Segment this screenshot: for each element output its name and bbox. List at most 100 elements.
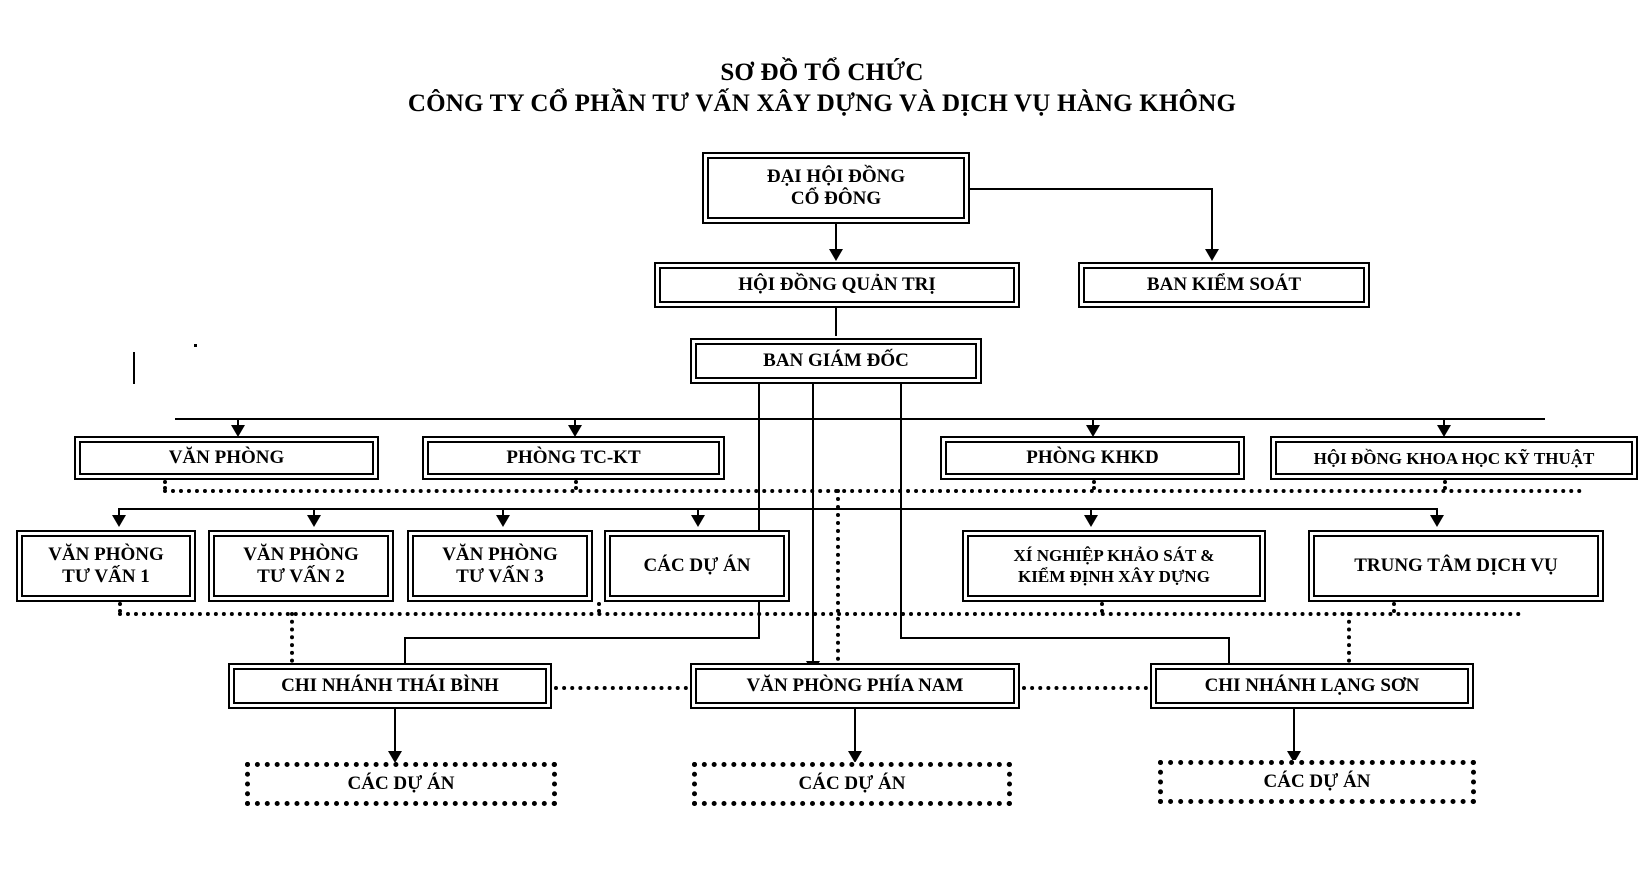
dotted-drop-thaibinh: [290, 612, 294, 686]
trunk-right-to-langson-v: [1228, 637, 1230, 663]
node-management-label: BAN GIÁM ĐỐC: [763, 350, 909, 371]
chart-title-line1: SƠ ĐỒ TỔ CHỨC: [720, 59, 924, 86]
node-office[interactable]: VĂN PHÒNG: [74, 436, 379, 480]
arrowhead-service: [1430, 515, 1444, 527]
node-branch-thaibinh[interactable]: CHI NHÁNH THÁI BÌNH: [228, 663, 552, 709]
edge-shareholders-board: [835, 224, 837, 256]
drop-proj-langson: [1293, 709, 1295, 759]
node-branch-south[interactable]: VĂN PHÒNG PHÍA NAM: [690, 663, 1020, 709]
arrowhead-proj-thaibinh: [388, 751, 402, 763]
drop-consult1: [118, 508, 120, 520]
drop-planning: [1092, 418, 1094, 430]
node-shareholders[interactable]: ĐẠI HỘI ĐỒNG CỔ ĐÔNG: [702, 152, 970, 224]
node-science-label: HỘI ĐỒNG KHOA HỌC KỸ THUẬT: [1313, 448, 1595, 468]
node-projects-main[interactable]: CÁC DỰ ÁN: [604, 530, 790, 602]
dotted-tick-consult3: [597, 602, 601, 613]
edge-shareholders-supervisory-h: [970, 188, 1213, 190]
bus-level5: [118, 508, 1438, 510]
arrowhead-finance: [568, 425, 582, 437]
trunk-left-long: [758, 384, 760, 637]
arrowhead-planning: [1086, 425, 1100, 437]
edge-board-management: [835, 308, 837, 336]
node-office-label: VĂN PHÒNG: [168, 447, 285, 468]
drop-consult2: [313, 508, 315, 520]
dotted-tick-office: [163, 480, 167, 490]
dotted-link-thaibinh-south: [554, 686, 688, 690]
node-consult1-label: VĂN PHÒNG TƯ VẤN 1: [48, 544, 164, 587]
arrowhead-consult3: [496, 515, 510, 527]
node-projects-langson[interactable]: CÁC DỰ ÁN: [1158, 760, 1476, 804]
node-branch-langson-label: CHI NHÁNH LẠNG SƠN: [1204, 675, 1420, 696]
dotted-link-south-langson: [1022, 686, 1148, 690]
node-consult3[interactable]: VĂN PHÒNG TƯ VẤN 3: [407, 530, 593, 602]
chart-title-line2: CÔNG TY CỔ PHẦN TƯ VẤN XÂY DỰNG VÀ DỊCH …: [407, 90, 1237, 117]
dotted-drop-south: [836, 489, 840, 685]
node-supervisory-label: BAN KIỂM SOÁT: [1146, 274, 1302, 295]
dotted-tick-finance: [574, 480, 578, 490]
arrowhead-projects-main: [691, 515, 705, 527]
trunk-right-to-langson-h: [900, 637, 1230, 639]
arrowhead-survey: [1084, 515, 1098, 527]
node-service[interactable]: TRUNG TÂM DỊCH VỤ: [1308, 530, 1604, 602]
arrowhead-consult1: [112, 515, 126, 527]
node-finance[interactable]: PHÒNG TC-KT: [422, 436, 725, 480]
node-survey-label: XÍ NGHIỆP KHẢO SÁT & KIỂM ĐỊNH XÂY DỰNG: [1013, 546, 1215, 586]
drop-service: [1436, 508, 1438, 520]
trunk-left-to-thaibinh-h: [404, 637, 760, 639]
dotted-tick-service: [1392, 602, 1396, 613]
drop-consult3: [502, 508, 504, 520]
dotted-tick-consult1: [118, 602, 122, 613]
node-supervisory[interactable]: BAN KIỂM SOÁT: [1078, 262, 1370, 308]
node-projects-thaibinh[interactable]: CÁC DỰ ÁN: [245, 762, 557, 806]
node-board[interactable]: HỘI ĐỒNG QUẢN TRỊ: [654, 262, 1020, 308]
stray-mark-dot: [194, 344, 197, 347]
arrowhead-consult2: [307, 515, 321, 527]
node-consult2[interactable]: VĂN PHÒNG TƯ VẤN 2: [208, 530, 394, 602]
node-branch-langson[interactable]: CHI NHÁNH LẠNG SƠN: [1150, 663, 1474, 709]
dotted-drop-langson: [1347, 612, 1351, 686]
arrowhead-supervisory: [1205, 249, 1219, 261]
arrowhead-board: [829, 249, 843, 261]
arrowhead-science: [1437, 425, 1451, 437]
node-planning-label: PHÒNG KHKD: [1026, 447, 1159, 468]
node-management[interactable]: BAN GIÁM ĐỐC: [690, 338, 982, 384]
edge-shareholders-supervisory-v: [1211, 188, 1213, 256]
node-planning[interactable]: PHÒNG KHKD: [940, 436, 1245, 480]
drop-office: [237, 418, 239, 430]
chart-title: SƠ ĐỒ TỔ CHỨC CÔNG TY CỔ PHẦN TƯ VẤN XÂY…: [0, 58, 1644, 120]
node-projects-south-label: CÁC DỰ ÁN: [798, 773, 906, 794]
trunk-left-to-thaibinh-v: [404, 637, 406, 663]
drop-projects-main: [697, 508, 699, 520]
node-board-label: HỘI ĐỒNG QUẢN TRỊ: [738, 274, 936, 295]
arrowhead-proj-south: [848, 751, 862, 763]
node-consult2-label: VĂN PHÒNG TƯ VẤN 2: [243, 544, 359, 587]
node-projects-langson-label: CÁC DỰ ÁN: [1263, 771, 1371, 792]
node-service-label: TRUNG TÂM DỊCH VỤ: [1354, 555, 1558, 576]
node-branch-thaibinh-label: CHI NHÁNH THÁI BÌNH: [281, 675, 499, 696]
node-shareholders-label: ĐẠI HỘI ĐỒNG CỔ ĐÔNG: [766, 166, 906, 209]
dotted-bus-level4: [163, 489, 1583, 493]
node-projects-thaibinh-label: CÁC DỰ ÁN: [347, 773, 455, 794]
drop-finance: [574, 418, 576, 430]
drop-proj-south: [854, 709, 856, 759]
stray-mark-vertical: [133, 352, 135, 384]
drop-survey: [1090, 508, 1092, 520]
bus-level4: [175, 418, 1545, 420]
node-consult1[interactable]: VĂN PHÒNG TƯ VẤN 1: [16, 530, 196, 602]
node-branch-south-label: VĂN PHÒNG PHÍA NAM: [746, 675, 964, 696]
node-projects-main-label: CÁC DỰ ÁN: [643, 555, 751, 576]
node-finance-label: PHÒNG TC-KT: [506, 447, 641, 468]
node-projects-south[interactable]: CÁC DỰ ÁN: [692, 762, 1012, 806]
dotted-tick-science: [1443, 480, 1447, 490]
dotted-tick-survey: [1100, 602, 1104, 613]
drop-proj-thaibinh: [394, 709, 396, 759]
arrowhead-office: [231, 425, 245, 437]
dotted-tick-planning: [1092, 480, 1096, 490]
node-science[interactable]: HỘI ĐỒNG KHOA HỌC KỸ THUẬT: [1270, 436, 1638, 480]
drop-science: [1443, 418, 1445, 430]
dotted-bus-level5: [118, 612, 1522, 616]
trunk-to-south-office: [812, 384, 814, 674]
node-consult3-label: VĂN PHÒNG TƯ VẤN 3: [442, 544, 558, 587]
node-survey[interactable]: XÍ NGHIỆP KHẢO SÁT & KIỂM ĐỊNH XÂY DỰNG: [962, 530, 1266, 602]
